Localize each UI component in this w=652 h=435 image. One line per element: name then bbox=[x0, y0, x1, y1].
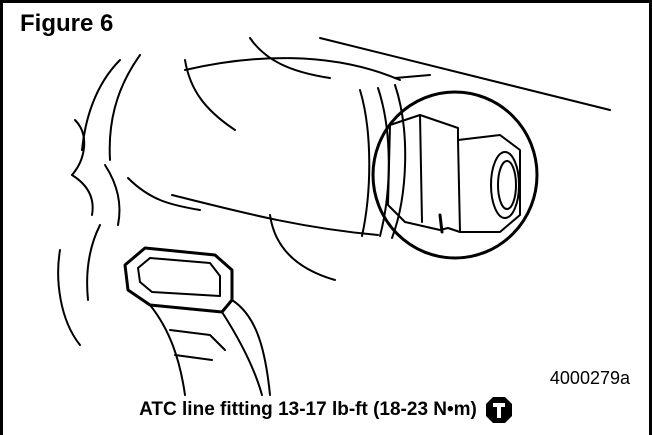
torque-spec-icon bbox=[485, 397, 512, 423]
figure-reference-id: 4000279a bbox=[549, 368, 630, 388]
caption-text: ATC line fitting 13-17 lb-ft (18-23 N•m) bbox=[139, 399, 477, 420]
figure-caption: ATC line fitting 13-17 lb-ft (18-23 N•m) bbox=[0, 396, 652, 424]
figure-title: Figure 6 bbox=[20, 10, 114, 37]
